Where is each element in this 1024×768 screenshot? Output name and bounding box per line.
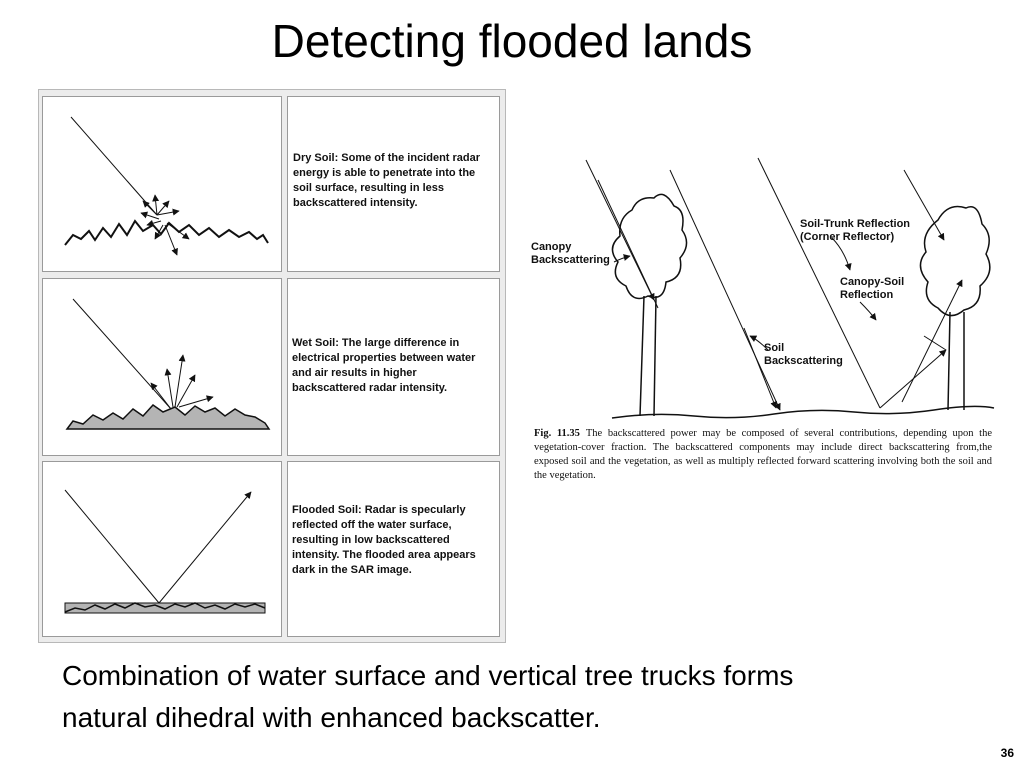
soil-trunk-reflection-label: Soil-Trunk Reflection (Corner Reflector): [800, 218, 911, 243]
flooded-soil-diagram: [42, 461, 282, 637]
specular-reflection-ray: [158, 491, 252, 604]
page-number: 36: [1000, 746, 1014, 760]
canopy-soil-reflection-label: Canopy-Soil Reflection: [840, 276, 905, 301]
incident-ray: [70, 116, 158, 216]
canopy-backscattering-label: Canopy Backscattering: [531, 241, 610, 266]
soil-scattering-panels: Dry Soil: Some of the incident radar ene…: [38, 89, 506, 643]
label-leaders: [613, 237, 877, 351]
incident-rays: [585, 157, 945, 411]
body-line-1: Combination of water surface and vertica…: [62, 660, 794, 691]
body-line-2: natural dihedral with enhanced backscatt…: [62, 702, 601, 733]
wet-soil-description: Wet Soil: The large difference in electr…: [292, 337, 476, 394]
slide-title: Detecting flooded lands: [271, 15, 753, 67]
wet-soil-diagram: [42, 278, 282, 456]
dry-soil-illustration: [64, 116, 269, 256]
incident-ray: [72, 298, 172, 410]
scatter-arrows: [140, 194, 190, 256]
flooded-ground-line: [64, 602, 266, 613]
forest-scattering-illustration: [585, 157, 995, 419]
left-tree: [611, 193, 688, 417]
flooded-soil-illustration: [64, 489, 266, 614]
rough-soil-surface: [64, 219, 269, 246]
flooded-soil-text-cell: Flooded Soil: Radar is specularly reflec…: [287, 461, 500, 637]
right-tree: [919, 205, 991, 411]
forest-scattering-figure: Canopy Backscattering Soil-Trunk Reflect…: [514, 140, 1014, 500]
incident-ray: [64, 489, 160, 604]
dry-soil-text-cell: Dry Soil: Some of the incident radar ene…: [287, 96, 500, 272]
flooded-soil-description: Flooded Soil: Radar is specularly reflec…: [292, 504, 476, 576]
dry-soil-diagram: [42, 96, 282, 272]
ground-line: [611, 405, 995, 419]
soil-backscattering-label: Soil Backscattering: [764, 342, 843, 367]
wet-soil-text-cell: Wet Soil: The large difference in electr…: [287, 278, 500, 456]
reflection-paths: [743, 279, 963, 409]
scatter-arrows: [150, 354, 214, 410]
wet-soil-illustration: [65, 298, 271, 430]
dry-soil-description: Dry Soil: Some of the incident radar ene…: [293, 152, 481, 209]
slide-body-text: Combination of water surface and vertica…: [62, 655, 982, 739]
figure-number: Fig. 11.35: [534, 428, 580, 439]
wet-soil-surface: [65, 404, 271, 430]
figure-caption-text: The backscattered power may be composed …: [534, 428, 992, 481]
